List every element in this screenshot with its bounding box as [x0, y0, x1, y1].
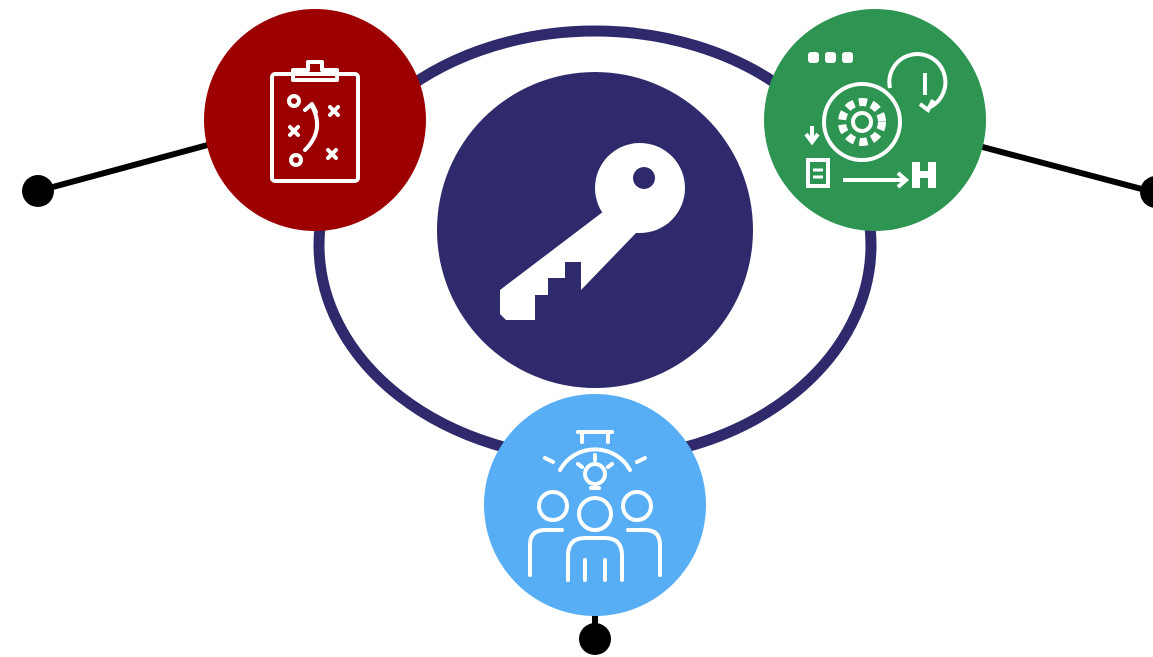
connector-left	[22, 140, 218, 207]
agile-process-icon	[804, 52, 948, 189]
team-node	[484, 394, 706, 616]
endpoint-dot-left	[22, 175, 54, 207]
endpoint-dot-bottom	[579, 623, 611, 655]
center-node	[437, 72, 753, 388]
key-icon	[500, 143, 685, 320]
strategy-node	[204, 9, 426, 231]
connector-right	[972, 142, 1153, 208]
endpoint-dot-right	[1140, 176, 1153, 208]
process-node	[764, 9, 986, 231]
team-idea-icon	[528, 430, 662, 582]
strategy-clipboard-icon	[270, 60, 360, 183]
